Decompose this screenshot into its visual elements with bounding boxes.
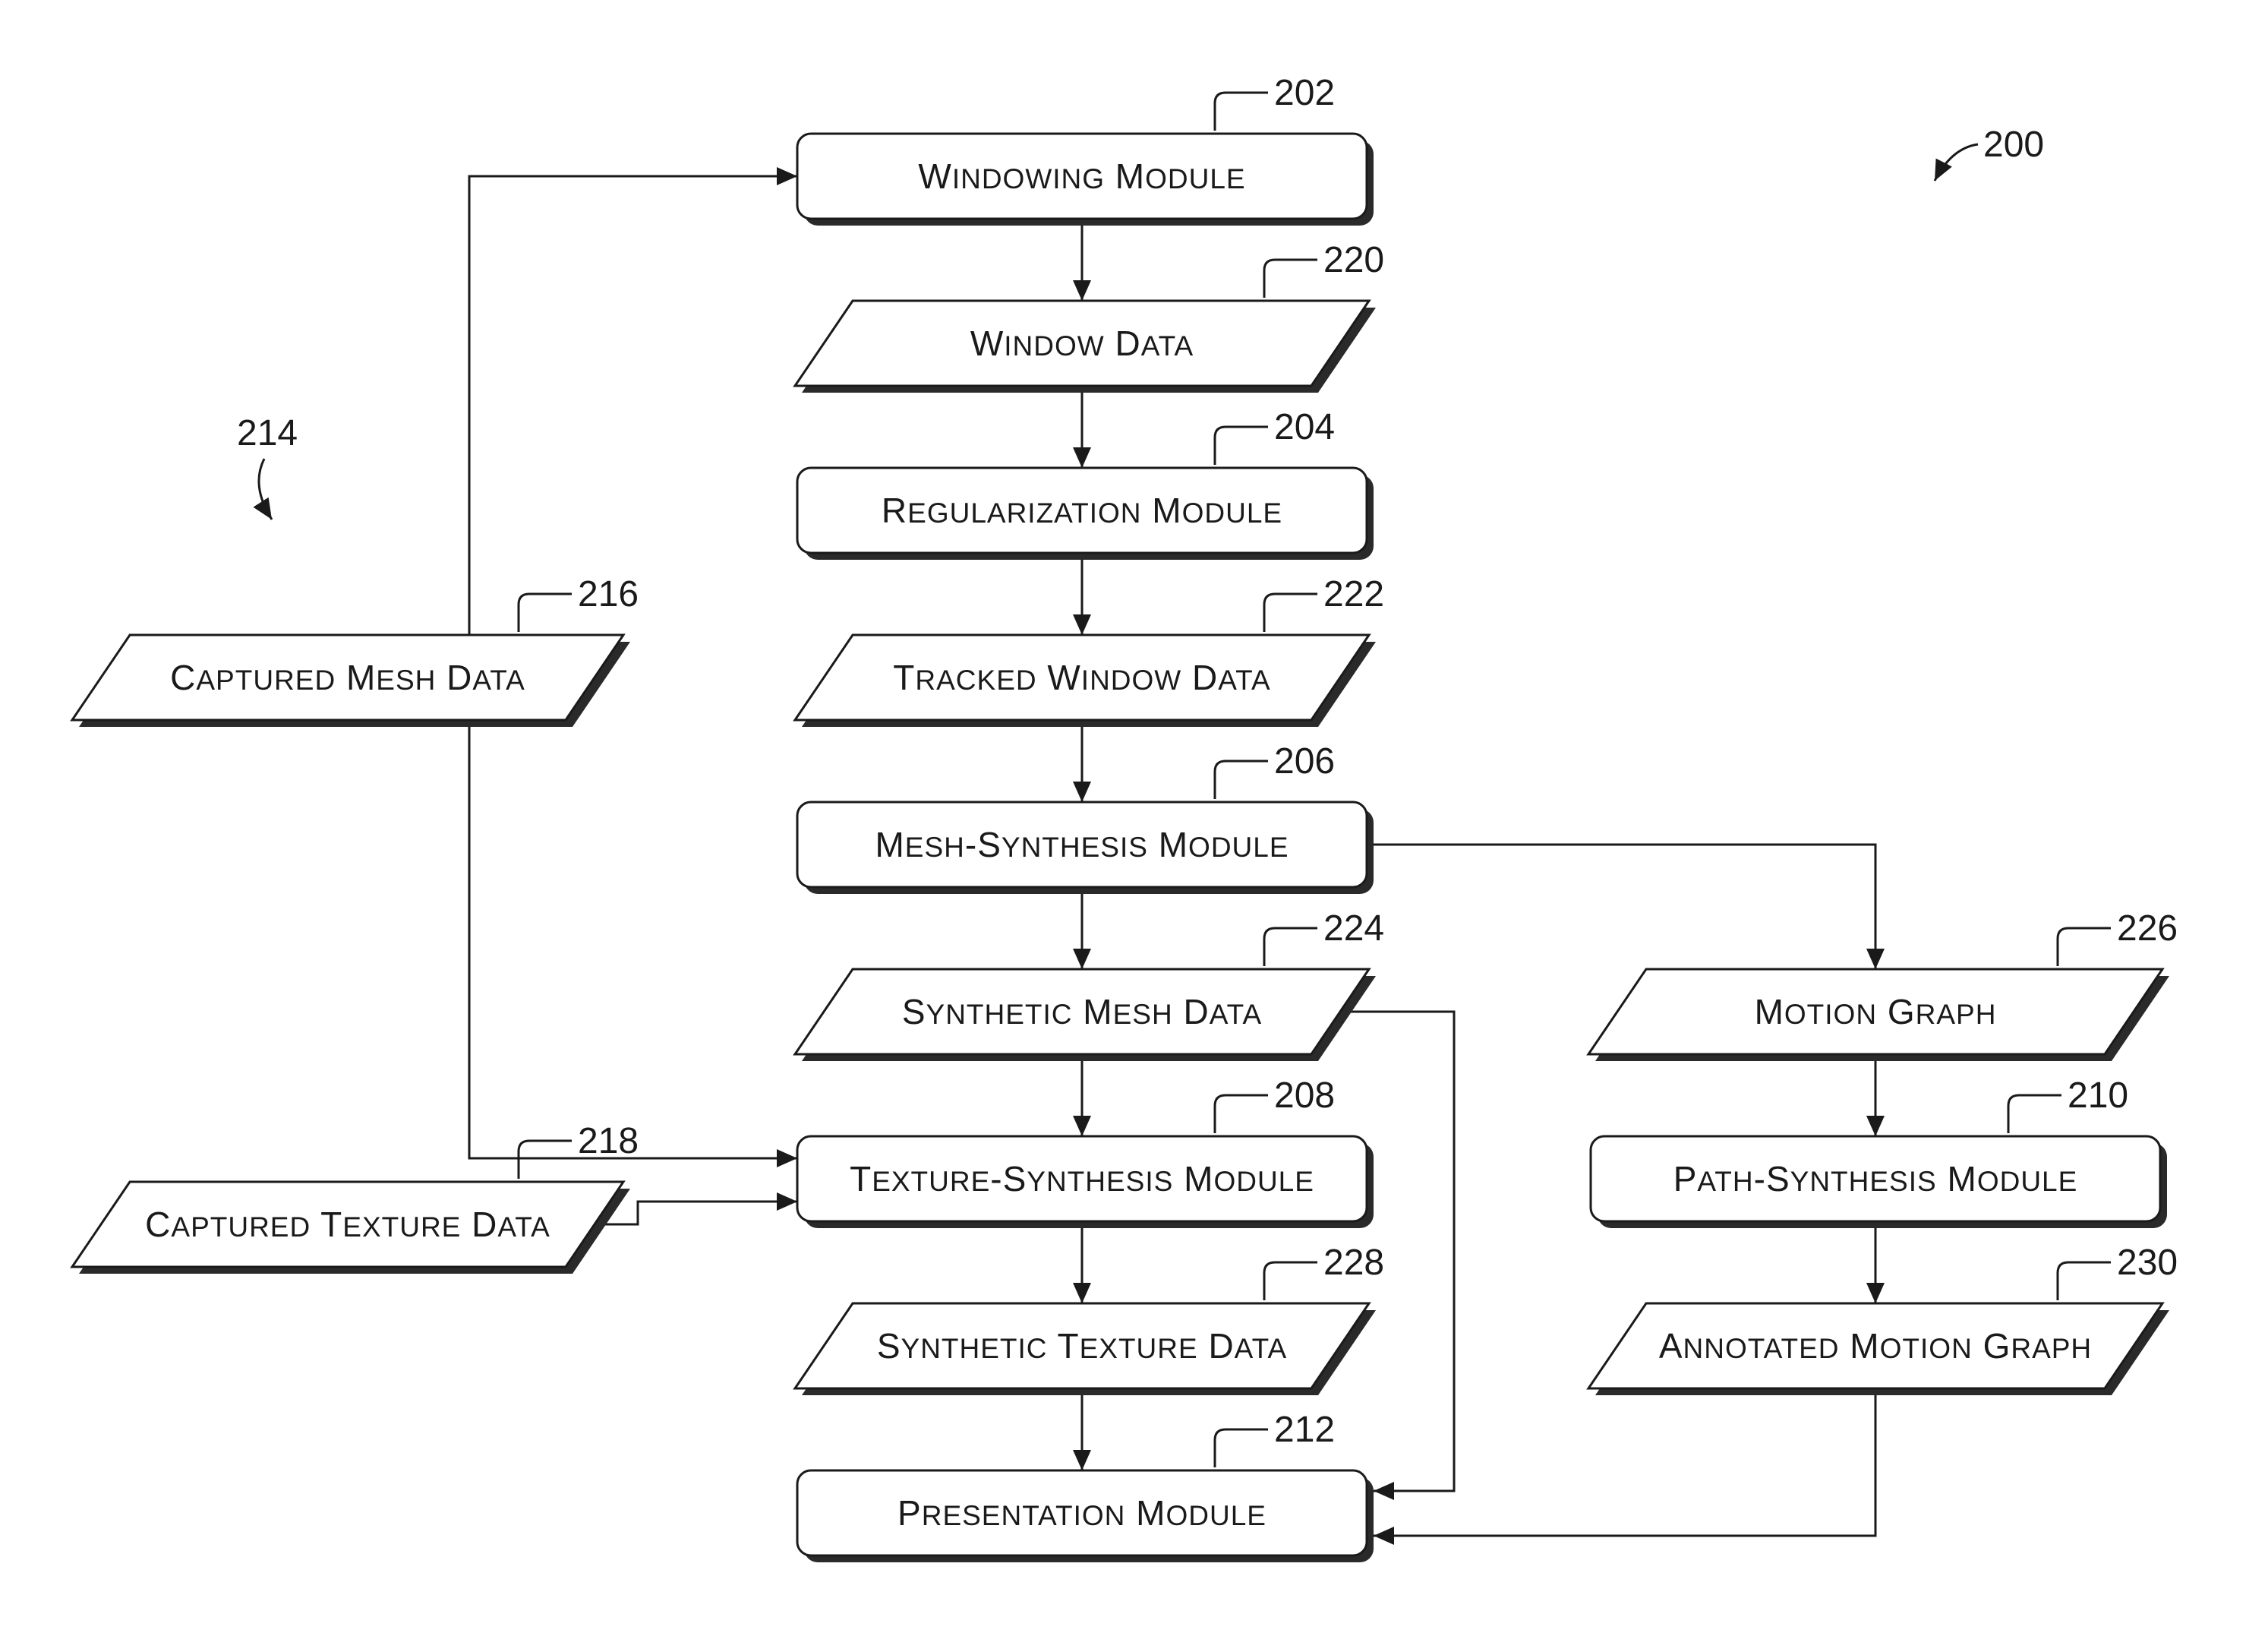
tracked-window-data-ref: 222	[1264, 574, 1384, 632]
regularization-module-ref-leader	[1215, 427, 1268, 465]
windowing-module-ref-leader	[1215, 93, 1268, 131]
texture-synthesis-module: TEXTURE-SYNTHESIS MODULE	[797, 1136, 1374, 1228]
regularization-module: REGULARIZATION MODULE	[797, 468, 1374, 560]
captured-texture-data-ref-leader	[519, 1141, 572, 1179]
nodes: WINDOWING MODULE WINDOW DATA REGULARIZATIO…	[72, 134, 2169, 1562]
annotated-motion-graph-ref-leader	[2058, 1262, 2111, 1300]
path-synthesis-module-ref-number: 210	[2068, 1075, 2128, 1116]
windowing-module-ref-number: 202	[1274, 73, 1335, 113]
annotated-motion-graph-ref: 230	[2058, 1243, 2178, 1300]
motion-graph-ref: 226	[2058, 908, 2178, 966]
path-synthesis-module-ref: 210	[2008, 1075, 2128, 1133]
texture-synthesis-module-ref: 208	[1215, 1075, 1335, 1133]
synthetic-mesh-data-ref-leader	[1264, 928, 1317, 966]
tracked-window-data-ref-number: 222	[1323, 574, 1384, 614]
annotated-motion-graph: ANNOTATED MOTION GRAPH	[1588, 1303, 2169, 1395]
texture-synthesis-module-ref-leader	[1215, 1095, 1268, 1133]
presentation-module-ref-leader	[1215, 1429, 1268, 1467]
presentation-module-ref-number: 212	[1274, 1410, 1335, 1450]
mesh-synthesis-module-ref: 206	[1215, 741, 1335, 799]
captured-mesh-data-ref: 216	[519, 574, 639, 632]
captured-texture-data-ref: 218	[519, 1121, 639, 1179]
motion-graph-ref-leader	[2058, 928, 2111, 966]
tracked-window-data-ref-leader	[1264, 594, 1317, 632]
edge-captured-mesh-data-to-windowing-module	[469, 176, 797, 635]
presentation-module-ref: 212	[1215, 1410, 1335, 1467]
tracked-window-data: TRACKED WINDOW DATA	[795, 635, 1376, 727]
edge-captured-mesh-data-to-texture-synthesis-module	[469, 727, 797, 1158]
figure-ref-arrow	[1935, 144, 1978, 181]
texture-synthesis-module-ref-number: 208	[1274, 1075, 1335, 1116]
captured-texture-data-ref-number: 218	[578, 1121, 639, 1161]
edge-annotated-motion-graph-to-presentation-module	[1374, 1395, 1875, 1536]
group-ref-number: 214	[237, 413, 298, 453]
figure-ref-number: 200	[1983, 125, 2044, 165]
mesh-synthesis-module-ref-number: 206	[1274, 741, 1335, 782]
synthetic-texture-data: SYNTHETIC TEXTURE DATA	[795, 1303, 1376, 1395]
group-ref-arrow	[259, 459, 272, 520]
windowing-module: WINDOWING MODULE	[797, 134, 1374, 226]
edge-mesh-synthesis-module-to-motion-graph	[1374, 845, 1875, 969]
presentation-module: PRESENTATION MODULE	[797, 1470, 1374, 1562]
captured-mesh-data-ref-leader	[519, 594, 572, 632]
motion-graph-ref-number: 226	[2117, 908, 2178, 949]
windowing-module-ref: 202	[1215, 73, 1335, 131]
motion-graph: MOTION GRAPH	[1588, 969, 2169, 1061]
synthetic-texture-data-ref-number: 228	[1323, 1243, 1384, 1283]
mesh-synthesis-module: MESH-SYNTHESIS MODULE	[797, 802, 1374, 894]
captured-mesh-data-ref-number: 216	[578, 574, 639, 614]
group-ref: 214	[237, 413, 298, 520]
regularization-module-ref-number: 204	[1274, 407, 1335, 447]
window-data: WINDOW DATA	[795, 301, 1376, 393]
synthetic-texture-data-ref-leader	[1264, 1262, 1317, 1300]
window-data-ref: 220	[1264, 240, 1384, 298]
mesh-synthesis-module-ref-leader	[1215, 761, 1268, 799]
synthetic-mesh-data: SYNTHETIC MESH DATA	[795, 969, 1376, 1061]
figure-ref: 200	[1935, 125, 2044, 181]
synthetic-texture-data-ref: 228	[1264, 1243, 1384, 1300]
captured-texture-data: CAPTURED TEXTURE DATA	[72, 1182, 630, 1274]
regularization-module-ref: 204	[1215, 407, 1335, 465]
synthetic-mesh-data-ref: 224	[1264, 908, 1384, 966]
window-data-ref-number: 220	[1323, 240, 1384, 280]
annotated-motion-graph-ref-number: 230	[2117, 1243, 2178, 1283]
captured-mesh-data: CAPTURED MESH DATA	[72, 635, 630, 727]
window-data-ref-leader	[1264, 260, 1317, 298]
path-synthesis-module: PATH-SYNTHESIS MODULE	[1591, 1136, 2167, 1228]
synthetic-mesh-data-ref-number: 224	[1323, 908, 1384, 949]
path-synthesis-module-ref-leader	[2008, 1095, 2061, 1133]
